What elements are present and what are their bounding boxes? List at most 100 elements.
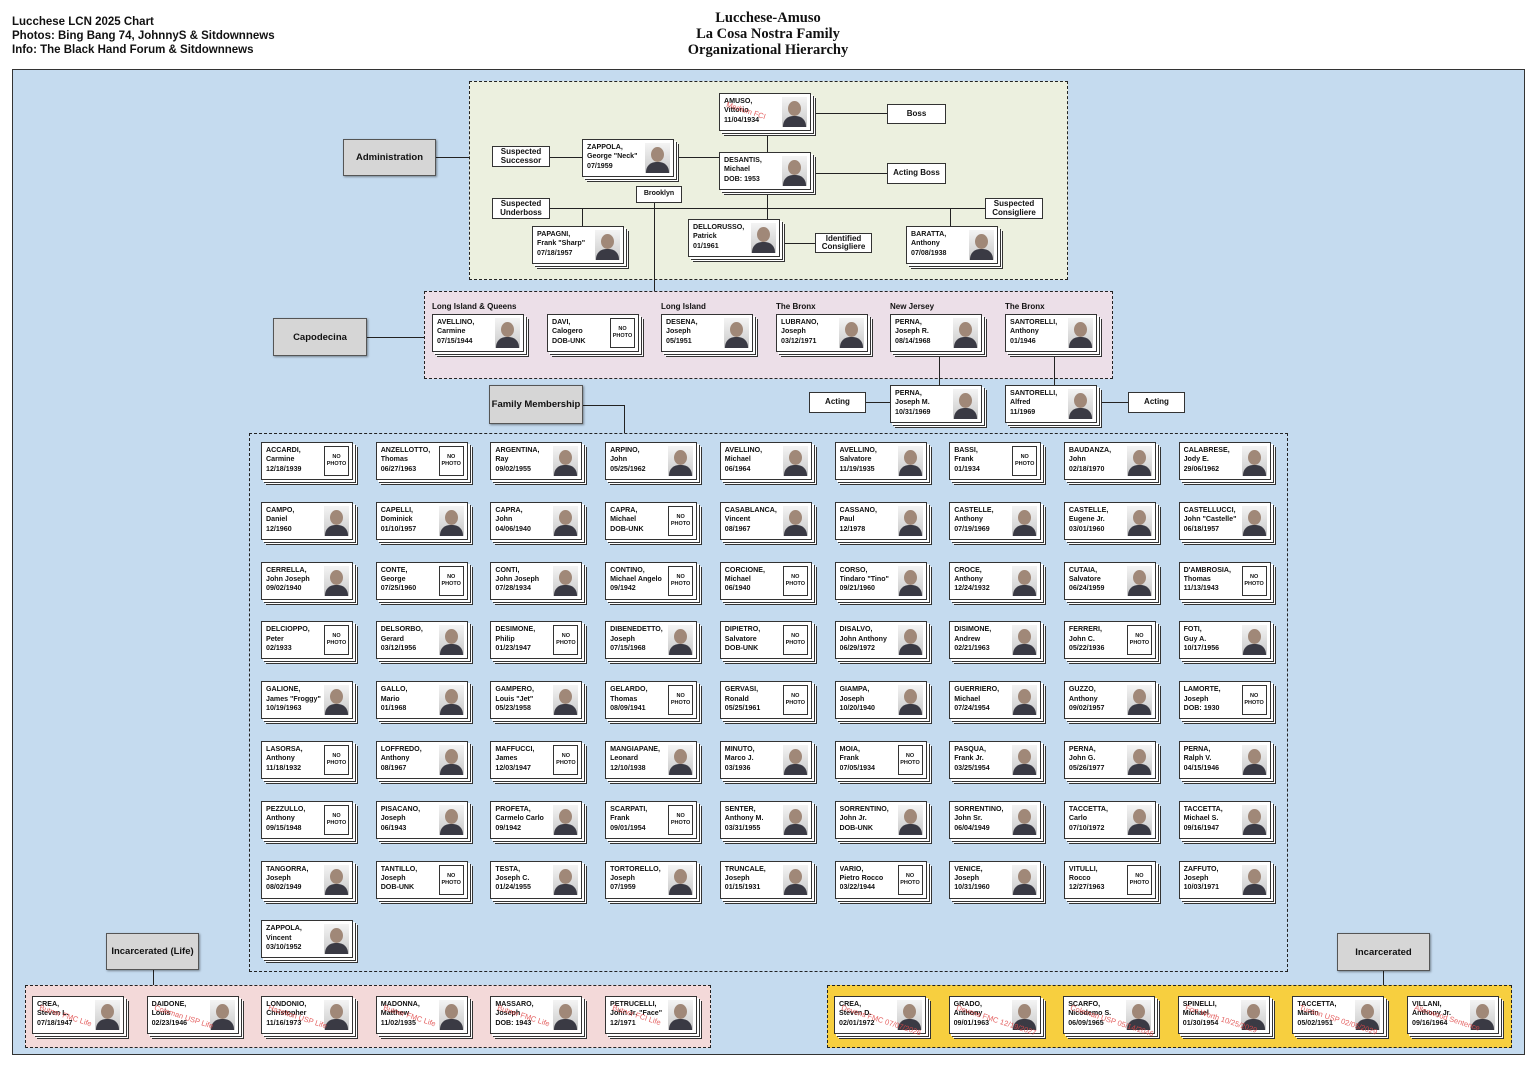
- person-info: SORRENTINO,John Sr.06/04/1949: [954, 805, 1014, 833]
- person-info: PETRUCELLI,John Jr. "Face"12/1971: [610, 1000, 670, 1028]
- credit-line: Photos: Bing Bang 74, JohnnyS & Sitdownn…: [12, 30, 275, 42]
- portrait-photo: [1470, 1000, 1495, 1030]
- given-name: Christopher: [266, 1009, 307, 1018]
- given-name: John "Castelle": [1183, 515, 1237, 524]
- portrait-photo: [1126, 505, 1152, 536]
- birth-date: DOB: 1943: [495, 1018, 532, 1027]
- birth-date: DOB: 1953: [724, 174, 760, 183]
- given-name: Paul: [839, 515, 855, 524]
- no-photo-placeholder: NO PHOTO: [782, 625, 808, 656]
- role-suspected-successor: Suspected Successor: [492, 146, 550, 167]
- birth-date: 11/02/1935: [380, 1018, 416, 1027]
- portrait-photo: [553, 565, 579, 596]
- person-info: CASTELLUCCI,John "Castelle"06/18/1957: [1184, 506, 1244, 534]
- section-incarcerated-life: Incarcerated (Life): [106, 933, 199, 970]
- portrait-photo: [782, 804, 808, 835]
- no-photo-placeholder: NO PHOTO: [1012, 446, 1038, 476]
- person-info: CREA,Steven D.02/01/1972: [839, 1000, 899, 1028]
- surname: CERRELLA,: [266, 565, 307, 574]
- birth-date: 05/02/1951: [1297, 1018, 1333, 1027]
- given-name: Carmelo Carlo: [495, 814, 544, 823]
- birth-date: DOB-UNK: [380, 883, 415, 892]
- surname: VENICE,: [954, 864, 983, 873]
- birth-date: 03/01/1960: [1068, 524, 1105, 533]
- given-name: John G.: [1068, 754, 1096, 763]
- connector-line: [950, 208, 951, 226]
- birth-date: 07/15/1944: [437, 336, 473, 345]
- surname: DAVI,: [552, 318, 571, 326]
- portrait-photo: [839, 318, 864, 348]
- member-card: TESTA,Joseph C.01/24/1955: [490, 860, 583, 899]
- person-info: TACCETTA,Michael S.09/16/1947: [1184, 805, 1244, 833]
- birth-date: 03/12/1956: [380, 644, 417, 653]
- role-acting-left: Acting: [809, 392, 866, 413]
- member-card: CASTELLUCCI,John "Castelle"06/18/1957: [1178, 501, 1271, 540]
- surname: FOTI,: [1183, 625, 1202, 634]
- birth-date: 09/02/1957: [1068, 704, 1105, 712]
- connector-line: [1097, 402, 1128, 403]
- person-info: CORSO,Tindaro "Tino"09/21/1960: [840, 566, 900, 594]
- section-family-membership: Family Membership: [489, 385, 583, 424]
- surname: TANGORRA,: [266, 864, 309, 873]
- birth-date: 05/25/1962: [610, 464, 646, 473]
- surname: SCARFO,: [1068, 1000, 1101, 1008]
- no-photo-placeholder: NO PHOTO: [897, 745, 923, 775]
- given-name: George "Neck": [587, 152, 638, 161]
- portrait-photo: [969, 230, 994, 260]
- birth-date: 05/25/1961: [724, 704, 761, 712]
- surname: LAMORTE,: [1183, 685, 1221, 694]
- portrait-photo: [1241, 446, 1267, 476]
- member-card: GALIONE,James "Froggy"10/19/1963: [261, 681, 353, 720]
- surname: DISIMONE,: [954, 625, 992, 634]
- person-info: PERNA,Joseph R.08/14/1968: [895, 318, 955, 346]
- connector-line: [547, 157, 583, 158]
- incarcerated-region: [827, 985, 1512, 1048]
- portrait-photo: [1241, 505, 1267, 536]
- surname: LASORSA,: [266, 745, 303, 753]
- portrait-photo: [553, 864, 579, 895]
- portrait-photo: [1240, 1000, 1266, 1030]
- surname: DESENA,: [666, 318, 698, 326]
- portrait-photo: [324, 864, 349, 895]
- birth-date: 10/20/1940: [839, 704, 876, 712]
- no-photo-placeholder: NO PHOTO: [324, 745, 349, 775]
- surname: SANTORELLI,: [1010, 318, 1058, 326]
- portrait-photo: [1012, 864, 1038, 895]
- no-photo-placeholder: NO PHOTO: [324, 446, 349, 476]
- surname: MOIA,: [839, 745, 861, 753]
- given-name: Tindaro "Tino": [839, 575, 889, 583]
- territory-label: New Jersey: [890, 302, 935, 311]
- person-info: PERNA,Ralph V.04/15/1946: [1184, 745, 1244, 773]
- given-name: John Jr. "Face": [610, 1009, 663, 1018]
- birth-date: 02/21/1963: [954, 644, 990, 653]
- portrait-photo: [1012, 625, 1038, 656]
- surname: PASQUA,: [954, 745, 986, 753]
- given-name: Frank: [839, 754, 859, 763]
- birth-date: 11/13/1943: [1183, 584, 1219, 593]
- no-photo-placeholder: NO PHOTO: [1241, 685, 1267, 716]
- connector-line: [767, 187, 768, 220]
- credit-line: Info: The Black Hand Forum & Sitdownnews: [12, 44, 254, 56]
